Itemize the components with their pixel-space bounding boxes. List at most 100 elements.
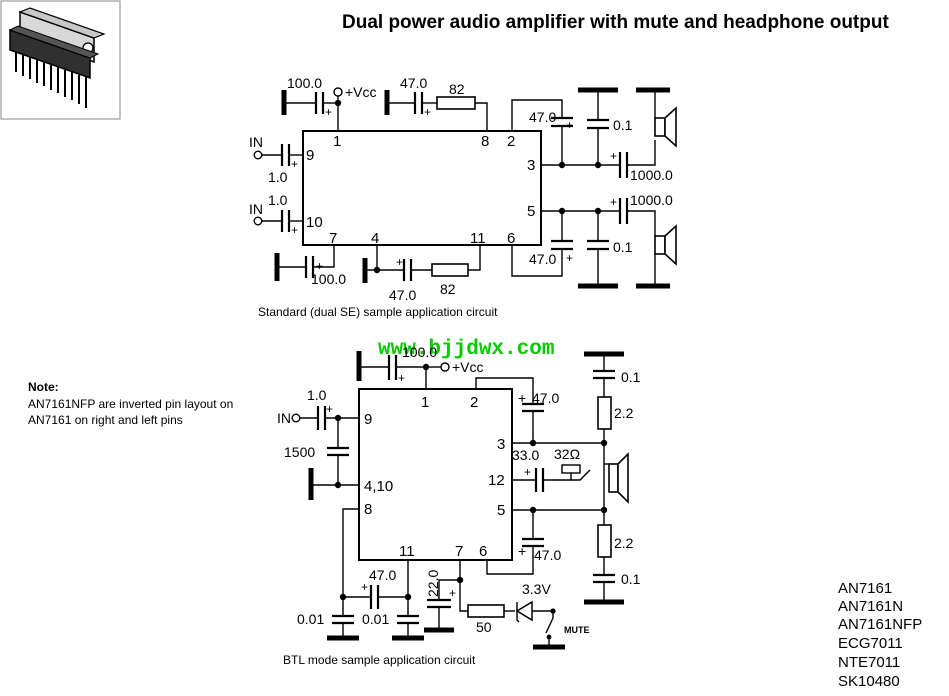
svg-text:+: + xyxy=(566,118,573,132)
input-9-top: + xyxy=(253,144,303,171)
btl-circuit: + 100.0 +Vcc 1 2 + 47.0 IN + 1.0 9 1500 xyxy=(277,344,641,667)
r-22a-btl xyxy=(597,396,612,430)
label-c01a-top: 0.1 xyxy=(613,117,633,133)
speaker-icon xyxy=(636,224,677,289)
dual-se-circuit: + 100.0 +Vcc 1 + 47.0 82 8 2 + 47.0 xyxy=(249,75,677,319)
label-in10-top: IN xyxy=(249,201,263,217)
label-r-pin8-top: 82 xyxy=(449,81,465,97)
speaker-icon xyxy=(636,87,677,148)
pin7-btl: 7 xyxy=(455,543,463,560)
pin3-top: 3 xyxy=(527,157,535,174)
pin12-btl: 12 xyxy=(488,472,505,489)
part-number: AN7161 xyxy=(838,580,892,597)
pin8-top: 8 xyxy=(481,133,489,150)
label-c001a-btl: 0.01 xyxy=(297,611,324,627)
label-vcc-btl: +Vcc xyxy=(452,359,484,375)
label-c1500-btl: 1500 xyxy=(284,444,315,460)
label-c01a-btl: 0.1 xyxy=(621,369,641,385)
mute-switch-icon xyxy=(533,611,565,650)
svg-text:+: + xyxy=(291,223,298,237)
pin10-top: 10 xyxy=(306,214,323,231)
svg-text:+: + xyxy=(398,371,405,385)
label-r-pin4-top: 82 xyxy=(440,281,456,297)
part-number: ECG7011 xyxy=(838,635,903,652)
pin5-top: 5 xyxy=(527,203,535,220)
svg-text:+: + xyxy=(396,255,403,269)
part-number-list: AN7161 AN7161N AN7161NFP ECG7011 NTE7011… xyxy=(838,580,922,690)
r-pin4-top xyxy=(431,263,469,277)
pin6-btl: 6 xyxy=(479,543,487,560)
label-plus-c-p2: + xyxy=(518,390,526,406)
label-c-pin7-top: 100.0 xyxy=(311,271,346,287)
label-r22a-btl: 2.2 xyxy=(614,405,634,421)
note-heading: Note: xyxy=(28,380,59,394)
label-c-vcc-btl: 100.0 xyxy=(402,344,437,360)
label-c-pin4-top: 47.0 xyxy=(389,287,416,303)
note-block: Note: AN7161NFP are inverted pin layout … xyxy=(28,380,233,427)
pin1-top: 1 xyxy=(333,133,341,150)
r-pin8-top xyxy=(436,96,476,110)
pin11-btl: 11 xyxy=(399,543,415,560)
vcc-terminal-btl xyxy=(440,362,450,372)
label-c22-btl: 22.0 xyxy=(425,570,441,597)
pin5-btl: 5 xyxy=(497,502,505,519)
svg-text:+: + xyxy=(316,259,323,273)
pin410-btl: 4,10 xyxy=(364,478,393,495)
part-number: NTE7011 xyxy=(838,654,900,671)
vcc-terminal-top xyxy=(333,87,343,97)
label-cout1-top: 1000.0 xyxy=(630,167,673,183)
label-cin1-top: 1.0 xyxy=(268,169,288,185)
pin7-top: 7 xyxy=(329,230,337,247)
label-cin2-top: 1.0 xyxy=(268,192,288,208)
svg-text:+: + xyxy=(610,195,617,209)
label-r32-btl: 32Ω xyxy=(554,446,580,462)
r-22b-btl xyxy=(597,524,612,558)
svg-text:+: + xyxy=(291,157,298,171)
label-c-p6-btl: 47.0 xyxy=(534,547,561,563)
label-mute-btl: MUTE xyxy=(564,625,590,635)
label-cout2-top: 1000.0 xyxy=(630,192,673,208)
part-number: SK10480 xyxy=(838,673,900,690)
headphone-jack-icon xyxy=(561,464,591,481)
c-pin8-top: + xyxy=(384,90,437,119)
svg-text:+: + xyxy=(610,149,617,163)
label-cin-btl: 1.0 xyxy=(307,387,327,403)
label-r50-btl: 50 xyxy=(476,619,492,635)
input-terminal-btl xyxy=(291,413,301,423)
svg-text:+: + xyxy=(325,105,332,119)
label-c-pin6-top: 47.0 xyxy=(529,251,556,267)
ic-body-top xyxy=(302,130,542,246)
label-v33-btl: 3.3V xyxy=(522,581,551,597)
pin3-btl: 3 xyxy=(497,436,505,453)
note-line-1: AN7161NFP are inverted pin layout on xyxy=(28,397,233,411)
svg-text:+: + xyxy=(361,580,368,594)
svg-text:+: + xyxy=(566,251,573,265)
speaker-icon xyxy=(604,452,629,504)
pin6-top: 6 xyxy=(507,230,515,247)
label-in-btl: IN xyxy=(277,410,291,426)
pin4-top: 4 xyxy=(371,230,379,247)
zener-diode-icon xyxy=(515,600,533,623)
c-vcc-top: + xyxy=(281,90,338,119)
part-number: AN7161NFP xyxy=(838,616,922,633)
pin9-top: 9 xyxy=(306,147,314,164)
label-in9-top: IN xyxy=(249,134,263,150)
pin9-btl: 9 xyxy=(364,411,372,428)
r-50-btl xyxy=(467,604,505,618)
pin2-top: 2 xyxy=(507,133,515,150)
label-c-p2-btl: 47.0 xyxy=(532,390,559,406)
label-plus-c-p6: + xyxy=(518,543,526,559)
svg-text:+: + xyxy=(326,402,333,416)
label-c-vcc-top: 100.0 xyxy=(287,75,322,91)
label-c-pin8-top: 47.0 xyxy=(400,75,427,91)
package-thumbnail xyxy=(0,0,121,120)
note-line-2: AN7161 on right and left pins xyxy=(28,413,183,427)
label-c001b-btl: 0.01 xyxy=(362,611,389,627)
label-c-pin2-top: 47.0 xyxy=(529,109,556,125)
label-r22b-btl: 2.2 xyxy=(614,535,634,551)
pin1-btl: 1 xyxy=(421,394,429,411)
label-c47-btl: 47.0 xyxy=(369,567,396,583)
caption-dual-se: Standard (dual SE) sample application ci… xyxy=(258,305,498,319)
caption-btl: BTL mode sample application circuit xyxy=(283,653,476,667)
